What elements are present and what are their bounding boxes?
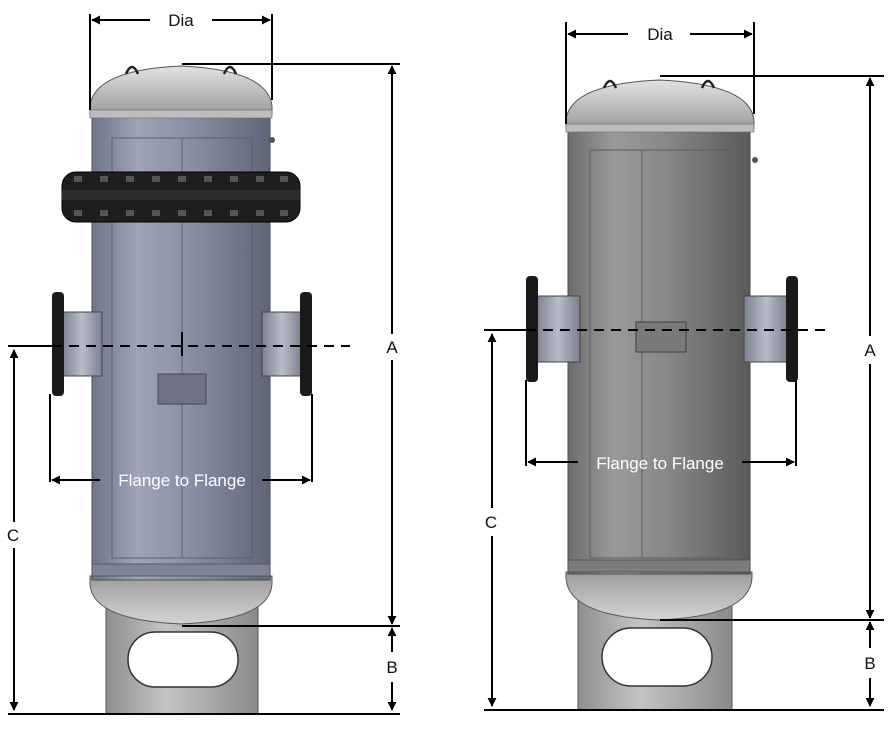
vessel-left-bottom-head — [89, 575, 273, 625]
vessel-right-dimensions — [484, 22, 884, 711]
vessel-right-a-label: A — [864, 341, 876, 360]
vessel-left-inlet-nozzle — [52, 292, 103, 396]
vessel-left — [52, 65, 312, 715]
vessel-right-dia-label: Dia — [647, 25, 673, 44]
vessel-left-dimensions — [8, 14, 400, 715]
vessel-left-body-flange — [61, 171, 301, 223]
vessel-right-shell — [567, 125, 758, 575]
vessel-left-dia-label: Dia — [168, 11, 194, 30]
vessel-right-bottom-head — [565, 571, 753, 621]
vessel-left-a-label: A — [386, 338, 398, 357]
vessel-right-c-label: C — [485, 513, 497, 532]
vessel-left-top-head — [89, 65, 273, 119]
vessel-left-b-label: B — [386, 658, 397, 677]
vessel-left-outlet-nozzle — [261, 292, 312, 396]
vessel-right-b-label: B — [864, 654, 875, 673]
vessel-left-flange-label: Flange to Flange — [118, 471, 246, 490]
vessel-right — [526, 79, 798, 711]
vessel-left-c-label: C — [7, 526, 19, 545]
vessel-right-top-head — [565, 79, 755, 133]
vessel-right-flange-label: Flange to Flange — [596, 454, 724, 473]
